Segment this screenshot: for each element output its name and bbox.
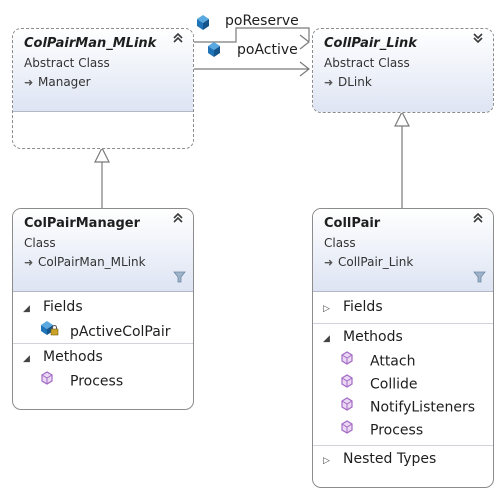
property-icon-poreserve [197,15,209,30]
inherit-arrow-icon: ➜ [324,256,334,269]
method-item[interactable]: Process [313,419,493,442]
class-name: ColPairMan_MLink [24,36,157,51]
method-name: Process [70,373,124,390]
association-label-poreserve: poReserve [225,13,299,29]
private-field-icon [40,320,70,344]
class-kind: Class [324,236,356,250]
chevron-up-icon[interactable] [472,212,484,227]
expand-triangle-icon[interactable]: ▷ [323,456,330,466]
class-kind: Class [24,236,56,250]
expand-triangle-icon[interactable]: ▷ [323,304,330,314]
base-class-name: CollPair_Link [338,255,414,269]
section-label: Methods [43,349,103,365]
class-header: ColPairManager Class ➜ ColPairMan_MLink [13,209,193,292]
section-fields[interactable]: ◢ Fields [13,294,193,320]
section-label: Methods [343,329,403,345]
class-header: ColPairMan_MLink Abstract Class ➜ Manager [13,29,193,112]
collapse-triangle-icon[interactable]: ◢ [23,354,30,364]
property-icon-poactive [208,42,220,57]
association-line-poreserve [193,27,310,43]
association-arrowhead-poactive [299,61,310,77]
method-name: Process [370,422,424,439]
base-class-name: ColPairMan_MLink [38,255,146,269]
method-cube-icon [340,373,370,396]
method-name: Attach [370,353,416,370]
method-item[interactable]: NotifyListeners [313,396,493,419]
class-kind: Abstract Class [24,56,110,70]
section-label: Fields [343,299,383,315]
section-nested-types[interactable]: ▷ Nested Types [313,445,493,472]
inherit-arrow-icon: ➜ [24,76,34,89]
class-box-colpairmanager[interactable]: ColPairManager Class ➜ ColPairMan_MLink ◢… [12,208,194,410]
method-cube-icon [340,350,370,373]
inherit-arrow-icon: ➜ [324,76,334,89]
base-class-name: Manager [38,75,91,89]
class-name: CollPair_Link [324,36,417,51]
chevron-up-icon[interactable] [172,212,184,227]
method-item[interactable]: Collide [313,373,493,396]
method-cube-icon [340,419,370,442]
field-item[interactable]: pActiveColPair [13,320,193,343]
method-cube-icon [40,370,70,393]
class-name: ColPairManager [24,216,141,231]
base-class: ➜ Manager [24,73,183,92]
association-arrowhead-poreserve [299,34,310,50]
class-box-colpairman-mlink[interactable]: ColPairMan_MLink Abstract Class ➜ Manager [12,28,194,149]
association-label-poactive: poActive [237,42,298,58]
method-cube-icon [340,396,370,419]
section-label: Fields [43,299,83,315]
base-class: ➜ ColPairMan_MLink [24,253,183,272]
collapse-triangle-icon[interactable]: ◢ [323,334,330,344]
class-box-collpair-link[interactable]: CollPair_Link Abstract Class ➜ DLink [312,28,494,113]
section-methods[interactable]: ◢ Methods [13,343,193,370]
chevron-down-icon[interactable] [472,32,484,47]
class-header: CollPair_Link Abstract Class ➜ DLink [313,29,493,112]
section-fields[interactable]: ▷ Fields [313,294,493,320]
filter-icon[interactable] [173,268,186,287]
method-item[interactable]: Process [13,370,193,393]
base-class-name: DLink [338,75,372,89]
filter-icon[interactable] [473,268,486,287]
collapse-triangle-icon[interactable]: ◢ [23,304,30,314]
section-label: Nested Types [343,451,437,467]
method-name: Collide [370,376,418,393]
method-name: NotifyListeners [370,399,476,416]
inheritance-arrowhead-collpair [394,110,410,127]
method-item[interactable]: Attach [313,350,493,373]
class-name: CollPair [324,216,381,231]
section-methods[interactable]: ◢ Methods [313,323,493,350]
inherit-arrow-icon: ➜ [24,256,34,269]
base-class: ➜ DLink [324,73,483,92]
chevron-up-icon[interactable] [172,32,184,47]
class-box-collpair[interactable]: CollPair Class ➜ CollPair_Link ▷ Fields ◢ M… [312,208,494,488]
class-header: CollPair Class ➜ CollPair_Link [313,209,493,292]
inheritance-arrowhead-colpairmanager [94,146,110,163]
base-class: ➜ CollPair_Link [324,253,483,272]
class-kind: Abstract Class [324,56,410,70]
field-name: pActiveColPair [70,324,171,340]
